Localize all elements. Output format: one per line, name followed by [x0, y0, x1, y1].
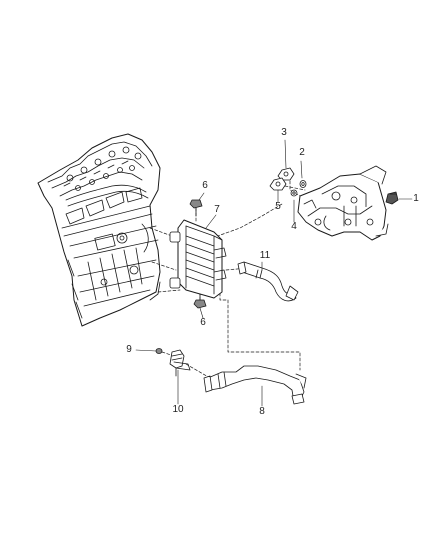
nut-top	[277, 167, 295, 181]
assembly-leader-lines	[149, 175, 306, 379]
fitting	[169, 349, 191, 377]
washer-lower	[290, 189, 298, 197]
bolt-upper	[189, 199, 203, 217]
nut-left	[269, 177, 287, 191]
mount-cap	[385, 191, 399, 205]
bolt-lower	[193, 293, 207, 309]
callout-leaders	[135, 139, 413, 407]
oil-cooler	[169, 219, 227, 299]
callout-10: 10	[172, 404, 184, 415]
hose-lower	[203, 365, 307, 405]
callout-5: 5	[275, 201, 281, 212]
callout-9: 9	[126, 344, 132, 355]
hose-upper	[237, 261, 299, 302]
callout-6-lower: 6	[200, 317, 206, 328]
callout-4: 4	[291, 221, 297, 232]
callout-1: 1	[413, 193, 419, 204]
callout-11: 11	[259, 250, 271, 261]
callout-6-upper: 6	[202, 180, 208, 191]
engine-mount-bracket	[297, 165, 389, 241]
callout-2: 2	[299, 147, 305, 158]
callout-7: 7	[214, 204, 220, 215]
callout-8: 8	[259, 406, 265, 417]
engine-block	[37, 133, 161, 327]
plug	[155, 348, 163, 354]
callout-3: 3	[281, 127, 287, 138]
washer-top	[299, 180, 307, 188]
